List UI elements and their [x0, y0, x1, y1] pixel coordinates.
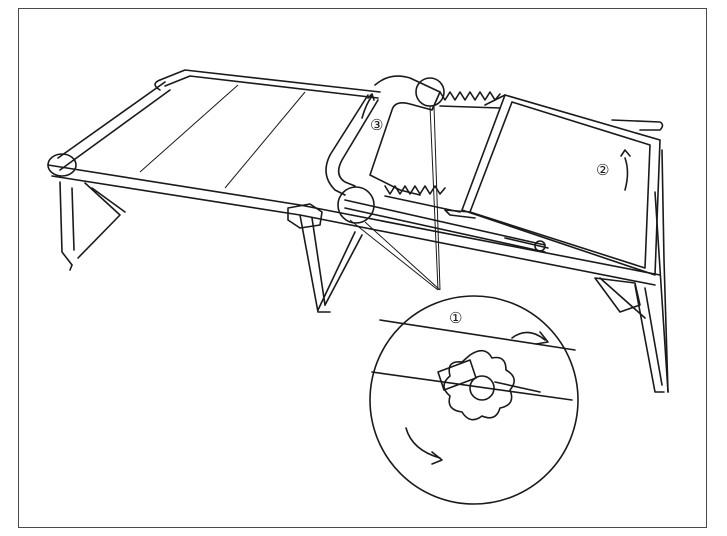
step-1-label: ① — [449, 309, 462, 327]
diagram-frame — [18, 8, 707, 528]
backrest — [444, 94, 664, 276]
struts — [344, 199, 549, 253]
callouts — [337, 77, 579, 505]
callout-knob — [337, 186, 375, 224]
backrest-arrow — [624, 157, 629, 191]
step-3-label: ③ — [370, 116, 383, 134]
lounger-frame — [47, 69, 669, 393]
step-2-label: ② — [596, 161, 609, 179]
armrest — [325, 75, 501, 213]
detail-magnifier — [369, 295, 579, 505]
